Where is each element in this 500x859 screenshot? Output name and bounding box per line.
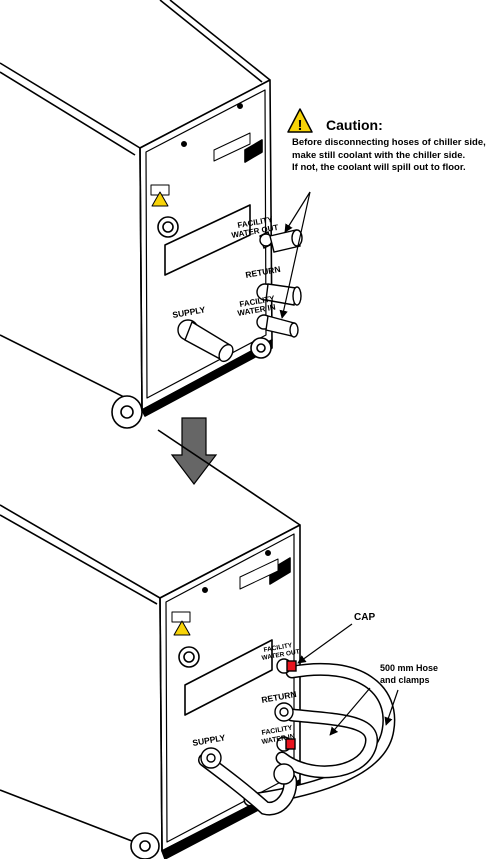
caution-line-1: Before disconnecting hoses of chiller si… [292, 137, 486, 148]
callout-texts: CAP 500 mm Hose and clamps [354, 612, 438, 685]
cap-top-red-icon [276, 658, 297, 674]
caution-line-3: If not, the coolant will spill out to fl… [292, 162, 466, 173]
cap-bottom-red-icon [276, 736, 296, 752]
bottom-fittings [200, 658, 297, 785]
top-chiller-unit [0, 0, 330, 429]
caution-title: Caution: [326, 117, 383, 133]
hose-callout-label-2: and clamps [380, 675, 430, 685]
caution-message: Before disconnecting hoses of chiller si… [292, 137, 498, 175]
down-arrow-icon [170, 417, 218, 485]
svg-text:!: ! [298, 117, 303, 134]
hose-loop [198, 662, 396, 816]
cap-callout-label: CAP [354, 612, 375, 623]
caution-pointers [279, 191, 311, 319]
caution-warning-icon: ! [287, 108, 313, 134]
caution-line-2: make still coolant with the chiller side… [292, 149, 466, 161]
callout-lines [297, 623, 399, 736]
hose-callout-label-1: 500 mm Hose [380, 663, 438, 673]
